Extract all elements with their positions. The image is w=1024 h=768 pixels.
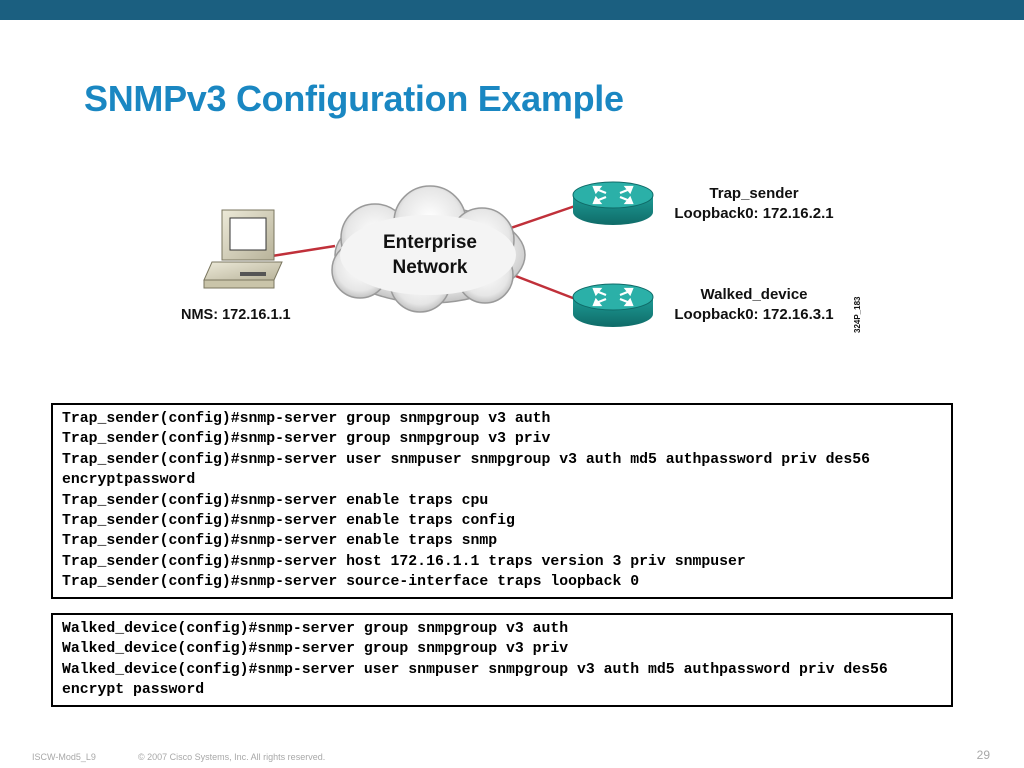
link-nms-cloud xyxy=(271,244,336,258)
page-number: 29 xyxy=(976,748,990,762)
walked-device-name: Walked_device xyxy=(701,286,808,303)
slide-title: SNMPv3 Configuration Example xyxy=(84,78,624,119)
walked-device-router-icon xyxy=(572,283,654,327)
cloud-label-line2: Network xyxy=(393,257,468,278)
enterprise-network-cloud-icon xyxy=(331,185,526,313)
trap-sender-config-box: Trap_sender(config)#snmp-server group sn… xyxy=(51,403,953,599)
config-line: Trap_sender(config)#snmp-server enable t… xyxy=(62,533,498,550)
trap-sender-loopback: Loopback0: 172.16.2.1 xyxy=(674,205,833,222)
trap-sender-router-icon xyxy=(572,181,654,225)
config-line: Trap_sender(config)#snmp-server host 172… xyxy=(62,553,746,570)
config-line: Trap_sender(config)#snmp-server enable t… xyxy=(62,492,489,509)
walked-device-loopback: Loopback0: 172.16.3.1 xyxy=(674,306,833,323)
cloud-label-line1: Enterprise xyxy=(383,232,477,253)
link-cloud-trap-sender xyxy=(504,203,579,232)
config-line: Trap_sender(config)#snmp-server group sn… xyxy=(62,411,551,427)
config-line: Trap_sender(config)#snmp-server group sn… xyxy=(62,431,551,448)
network-diagram: Enterprise Network NMS: 172.16.1.1 Trap_… xyxy=(181,181,862,333)
config-line: Walked_device(config)#snmp-server group … xyxy=(62,641,569,658)
nms-label: NMS: 172.16.1.1 xyxy=(181,307,291,323)
figure-id: 324P_183 xyxy=(853,296,862,333)
top-bar xyxy=(0,0,1024,20)
footer-copyright: © 2007 Cisco Systems, Inc. All rights re… xyxy=(138,752,326,762)
footer-module: ISCW-Mod5_L9 xyxy=(32,752,96,762)
config-line: Trap_sender(config)#snmp-server enable t… xyxy=(62,513,515,530)
config-line: Walked_device(config)#snmp-server user s… xyxy=(62,661,897,699)
config-line: Walked_device(config)#snmp-server group … xyxy=(62,621,569,637)
trap-sender-name: Trap_sender xyxy=(709,185,798,202)
walked-device-config-box: Walked_device(config)#snmp-server group … xyxy=(51,613,953,707)
nms-workstation-icon xyxy=(203,209,283,289)
config-line: Trap_sender(config)#snmp-server user snm… xyxy=(62,451,879,489)
config-line: Trap_sender(config)#snmp-server source-i… xyxy=(62,574,640,591)
